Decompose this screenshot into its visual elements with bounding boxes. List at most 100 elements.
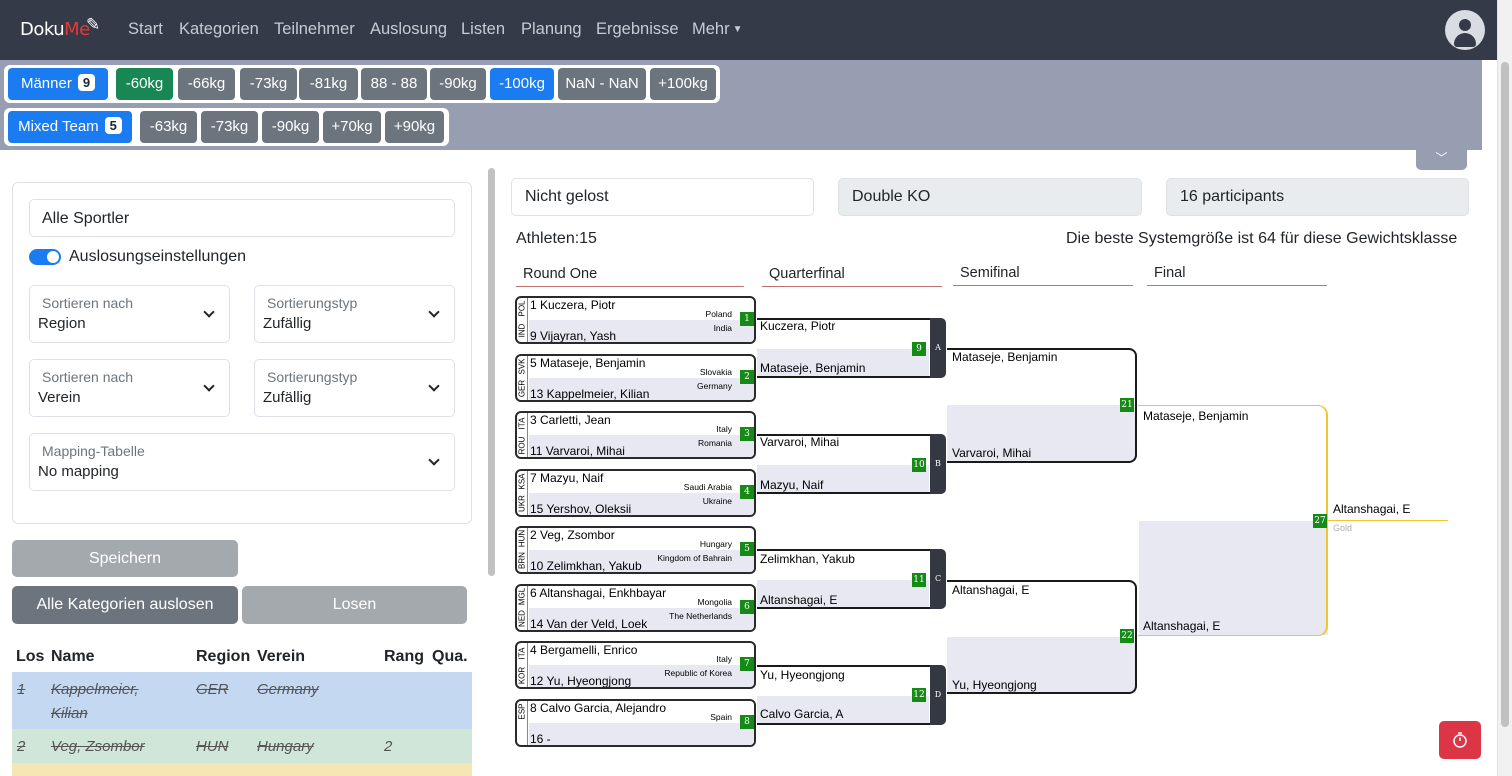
table-row[interactable]: 1 Kappelmeier, Kilian GER Germany bbox=[12, 672, 472, 729]
left-panel-scrollbar[interactable] bbox=[487, 168, 497, 776]
nav-ergebnisse[interactable]: Ergebnisse bbox=[596, 20, 679, 38]
weight-chip[interactable]: -73kg bbox=[240, 68, 297, 100]
draw-settings-label: Auslosungseinstellungen bbox=[69, 248, 247, 265]
page-scrollbar[interactable] bbox=[1497, 0, 1512, 776]
mapping-table-select[interactable]: Mapping-Tabelle No mapping bbox=[29, 433, 455, 491]
chevron-down-icon bbox=[428, 380, 440, 392]
weight-chip[interactable]: -63kg bbox=[140, 111, 197, 143]
sort-by-select-2[interactable]: Sortieren nach Verein bbox=[29, 359, 230, 417]
weight-chip[interactable]: +90kg bbox=[385, 111, 444, 143]
fight-number-badge: 1 bbox=[740, 312, 754, 326]
weight-chip[interactable]: +70kg bbox=[323, 111, 381, 143]
caret-down-icon: ▼ bbox=[732, 24, 743, 35]
draw-settings-toggle[interactable] bbox=[29, 249, 61, 265]
weight-chip[interactable]: -81kg bbox=[299, 68, 358, 100]
column-header[interactable]: Verein bbox=[257, 648, 306, 665]
fight-shade bbox=[947, 405, 1136, 461]
system-type-field: Double KO bbox=[838, 178, 1142, 216]
weight-chip[interactable]: 88 - 88 bbox=[361, 68, 427, 100]
fighter-name: Varvaroi, Mihai bbox=[952, 446, 1032, 460]
weight-chip[interactable]: -90kg bbox=[430, 68, 486, 100]
nav-planung[interactable]: Planung bbox=[521, 20, 582, 38]
fighter-name: Altanshagai, E bbox=[952, 583, 1030, 597]
collapse-toggle-button[interactable]: ﹀ bbox=[1416, 150, 1467, 170]
column-header[interactable]: Region bbox=[196, 648, 251, 665]
chevron-down-icon bbox=[428, 306, 440, 318]
athletes-select[interactable]: Alle Sportler bbox=[29, 199, 455, 237]
weight-chip[interactable]: -60kg bbox=[116, 68, 173, 100]
bracket-connector bbox=[757, 434, 930, 494]
select-label: Sortierungstyp bbox=[267, 369, 358, 385]
table-header: Los Name Region Verein Rang Qua. bbox=[12, 646, 472, 672]
nav-auslosung[interactable]: Auslosung bbox=[370, 20, 448, 38]
fighter-name: Mazyu, Naif bbox=[760, 478, 824, 492]
chevron-down-icon bbox=[203, 380, 215, 392]
column-header[interactable]: Los bbox=[16, 648, 45, 665]
fight-number-badge: 8 bbox=[740, 715, 754, 729]
table-row[interactable]: 2 Veg, Zsombor HUN Hungary 2 bbox=[12, 729, 472, 763]
athletes-select-value: Alle Sportler bbox=[42, 210, 130, 227]
chevron-down-icon: ﹀ bbox=[1435, 151, 1448, 165]
round-header: Final bbox=[1147, 265, 1327, 286]
final-connector bbox=[1138, 405, 1328, 636]
fighter-name: Altanshagai, E bbox=[1143, 619, 1221, 633]
winner-line bbox=[1328, 520, 1448, 521]
select-value: Zufällig bbox=[263, 315, 312, 332]
nav-kategorien[interactable]: Kategorien bbox=[179, 20, 259, 38]
nav-teilnehmer[interactable]: Teilnehmer bbox=[274, 20, 355, 38]
timer-button[interactable] bbox=[1439, 721, 1481, 759]
column-header[interactable]: Rang bbox=[384, 648, 424, 665]
app-logo[interactable]: DokuMe✎ bbox=[20, 15, 100, 40]
nav-mehr-dropdown[interactable]: Mehr▼ bbox=[692, 20, 743, 38]
weight-chip[interactable]: -73kg bbox=[201, 111, 258, 143]
weight-chip[interactable]: -66kg bbox=[178, 68, 235, 100]
fighter-name: Mataseje, Benjamin bbox=[760, 361, 866, 375]
nav-start[interactable]: Start bbox=[128, 20, 163, 38]
sort-type-select-2[interactable]: Sortierungstyp Zufällig bbox=[254, 359, 455, 417]
men-count-badge: 9 bbox=[77, 74, 96, 91]
select-label: Sortieren nach bbox=[42, 295, 134, 311]
sort-type-select-1[interactable]: Sortierungstyp Zufällig bbox=[254, 285, 455, 343]
weight-chip[interactable]: -90kg bbox=[262, 111, 319, 143]
medal-label: Gold bbox=[1333, 523, 1353, 533]
bracket-connector bbox=[757, 549, 930, 609]
user-avatar[interactable] bbox=[1445, 10, 1485, 50]
column-header[interactable]: Qua. bbox=[432, 648, 468, 665]
bracket-connector bbox=[947, 348, 1137, 463]
fight-number-badge: 22 bbox=[1120, 629, 1134, 643]
save-button[interactable]: Speichern bbox=[12, 540, 238, 577]
select-label: Mapping-Tabelle bbox=[42, 443, 145, 459]
pool-label: A bbox=[930, 318, 946, 378]
draw-all-categories-button[interactable]: Alle Kategorien auslosen bbox=[12, 586, 238, 624]
weight-chip[interactable]: NaN - NaN bbox=[558, 68, 646, 100]
round-header: Round One bbox=[516, 266, 744, 287]
sort-by-select-1[interactable]: Sortieren nach Region bbox=[29, 285, 230, 343]
mixed-count-badge: 5 bbox=[104, 117, 122, 134]
nav-listen[interactable]: Listen bbox=[461, 20, 506, 38]
weight-chip[interactable]: +100kg bbox=[650, 68, 716, 100]
round-header: Semifinal bbox=[953, 265, 1133, 286]
draw-status-field[interactable]: Nicht gelost bbox=[511, 178, 814, 216]
fight-number-badge: 12 bbox=[912, 688, 926, 702]
fight-shade bbox=[757, 696, 929, 724]
select-value: Zufällig bbox=[263, 389, 312, 406]
fight-number-badge: 11 bbox=[912, 573, 926, 587]
winner-name: Altanshagai, E bbox=[1333, 502, 1411, 516]
weight-chip[interactable]: -100kg bbox=[490, 68, 554, 100]
fight-number-badge: 2 bbox=[740, 370, 754, 384]
column-header[interactable]: Name bbox=[51, 648, 95, 665]
select-value: Region bbox=[38, 315, 86, 332]
table-row[interactable] bbox=[12, 763, 472, 776]
draw-button[interactable]: Losen bbox=[242, 586, 467, 624]
